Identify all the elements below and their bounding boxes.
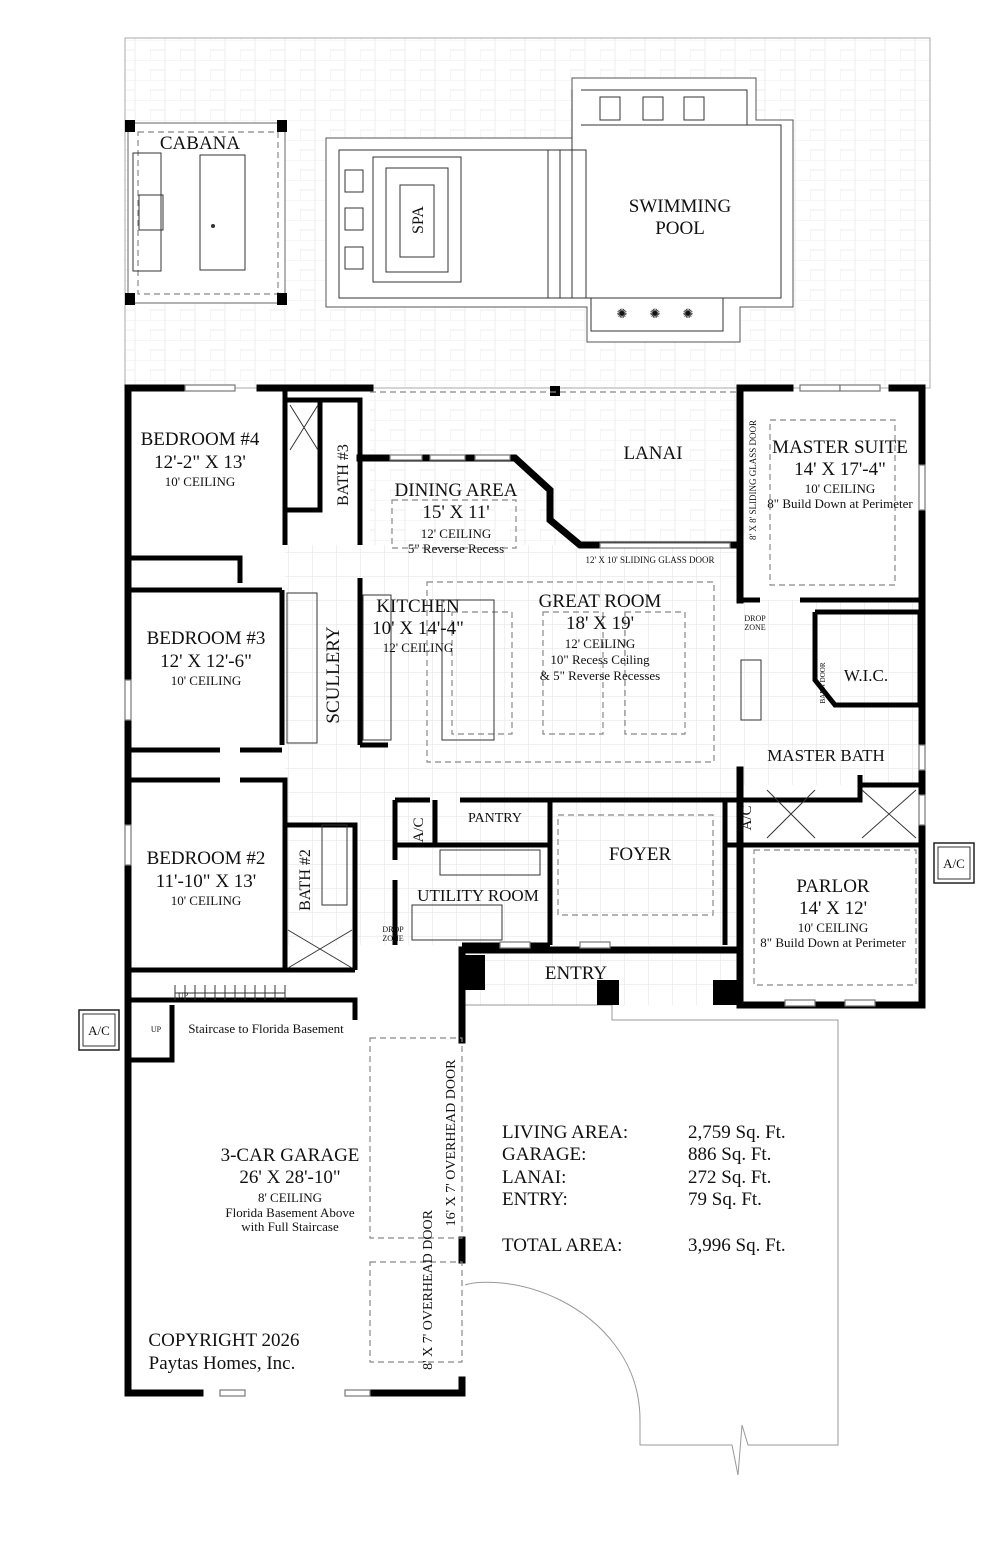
- foyer-name: FOYER: [609, 844, 672, 865]
- great-room-ceiling: 12' CEILING: [565, 636, 636, 651]
- lanai-door: 12' X 10' SLIDING GLASS DOOR: [586, 555, 715, 565]
- garage-note2: with Full Staircase: [241, 1219, 339, 1234]
- drop-zone-utility-line1: DROP: [382, 925, 404, 934]
- kitchen-size: 10' X 14'-4": [372, 618, 464, 639]
- kitchen-ceiling: 12' CEILING: [383, 640, 454, 655]
- bath3-name: BATH #3: [335, 444, 352, 506]
- utility-name: UTILITY ROOM: [417, 886, 539, 905]
- area-label: TOTAL AREA:: [502, 1235, 622, 1256]
- fountain-icon: ✺: [650, 306, 661, 321]
- great-room-note1: 10" Recess Ceiling: [550, 652, 650, 667]
- bedroom2-ceiling: 10' CEILING: [171, 893, 242, 908]
- stairs-up-label: UP: [178, 991, 189, 1000]
- wic-door: BARN DOOR: [819, 662, 827, 703]
- ac-parlor-label: A/C: [739, 805, 755, 830]
- stairs-label: Staircase to Florida Basement: [188, 1021, 344, 1036]
- master-suite-door: 8' X 8' SLIDING GLASS DOOR: [748, 420, 758, 540]
- copyright: COPYRIGHT 2026 Paytas Homes, Inc.: [148, 1330, 299, 1374]
- area-label: ENTRY:: [502, 1189, 568, 1210]
- area-value: 2,759 Sq. Ft.: [688, 1122, 786, 1143]
- parlor-note: 8" Build Down at Perimeter: [760, 935, 906, 950]
- bedroom4-name: BEDROOM #4: [141, 429, 260, 450]
- parlor-name: PARLOR: [796, 876, 870, 897]
- ac-unit-left: A/C: [78, 1009, 120, 1051]
- bedroom2-name: BEDROOM #2: [147, 848, 266, 869]
- area-label: GARAGE:: [502, 1144, 586, 1165]
- staircase: UP UP Staircase to Florida Basement: [130, 985, 344, 1063]
- garage-note1: Florida Basement Above: [225, 1205, 354, 1220]
- pool-label-line2: POOL: [655, 218, 705, 239]
- pantry-name: PANTRY: [468, 811, 522, 826]
- master-suite-ceiling: 10' CEILING: [805, 481, 876, 496]
- entry-name: ENTRY: [545, 963, 608, 984]
- garage-size: 26' X 28'-10": [239, 1167, 340, 1188]
- driveway: [464, 1004, 839, 1476]
- spa-label: SPA: [410, 206, 427, 234]
- swimming-pool: ✺ ✺ ✺ SPA SWIMMING POOL: [325, 77, 794, 343]
- area-table: LIVING AREA: 2,759 Sq. Ft. GARAGE: 886 S…: [502, 1122, 786, 1256]
- master-suite-note: 8" Build Down at Perimeter: [767, 496, 913, 511]
- area-label: LANAI:: [502, 1167, 566, 1188]
- dining-ceiling: 12' CEILING: [421, 526, 492, 541]
- dining-name: DINING AREA: [395, 480, 518, 501]
- bedroom3-size: 12' X 12'-6": [160, 651, 252, 672]
- parlor-ceiling: 10' CEILING: [798, 920, 869, 935]
- bedroom3-name: BEDROOM #3: [147, 628, 266, 649]
- drop-zone-master-line2: ZONE: [744, 623, 765, 632]
- great-room-size: 18' X 19': [566, 613, 634, 634]
- ac-unit-right: A/C: [933, 842, 975, 884]
- area-value: 272 Sq. Ft.: [688, 1167, 771, 1188]
- fountain-icon: ✺: [617, 306, 628, 321]
- room-labels: BEDROOM #4 12'-2" X 13' 10' CEILING BATH…: [141, 420, 914, 1370]
- bedroom4-ceiling: 10' CEILING: [165, 474, 236, 489]
- great-room-name: GREAT ROOM: [539, 591, 662, 612]
- copyright-line2: Paytas Homes, Inc.: [149, 1353, 296, 1374]
- scullery-name: SCULLERY: [323, 626, 344, 723]
- pool-label-line1: SWIMMING: [629, 196, 732, 217]
- garage-door-large: 16' X 7' OVERHEAD DOOR: [444, 1059, 459, 1226]
- great-room-note2: & 5" Reverse Recesses: [540, 668, 660, 683]
- parlor-size: 14' X 12': [799, 898, 867, 919]
- drop-zone-master-line1: DROP: [744, 614, 766, 623]
- garage-ceiling: 8' CEILING: [258, 1190, 322, 1205]
- garage-doors: [369, 1037, 463, 1363]
- area-value: 886 Sq. Ft.: [688, 1144, 771, 1165]
- dining-note: 5" Reverse Recess: [408, 541, 504, 556]
- area-value: 79 Sq. Ft.: [688, 1189, 762, 1210]
- bath2-name: BATH #2: [297, 849, 314, 911]
- ac-left-label: A/C: [88, 1023, 110, 1038]
- master-suite-name: MASTER SUITE: [772, 437, 908, 458]
- garage-name: 3-CAR GARAGE: [221, 1145, 360, 1166]
- garage-door-small: 8' X 7' OVERHEAD DOOR: [421, 1209, 436, 1369]
- area-label: LIVING AREA:: [502, 1122, 628, 1143]
- lanai-name: LANAI: [623, 443, 682, 464]
- stairs-up-label: UP: [151, 1025, 162, 1034]
- walls: [124, 384, 926, 1397]
- drop-zone-utility-line2: ZONE: [382, 934, 403, 943]
- master-bath-name: MASTER BATH: [767, 746, 885, 765]
- ac-utility-label: A/C: [411, 817, 427, 842]
- bedroom3-ceiling: 10' CEILING: [171, 673, 242, 688]
- cabana: CABANA: [125, 120, 287, 305]
- kitchen-name: KITCHEN: [376, 596, 460, 617]
- bedroom2-size: 11'-10" X 13': [156, 871, 256, 892]
- bedroom4-size: 12'-2" X 13': [154, 452, 246, 473]
- fountain-icon: ✺: [683, 306, 694, 321]
- cabana-label: CABANA: [160, 133, 241, 154]
- master-suite-size: 14' X 17'-4": [794, 459, 886, 480]
- copyright-line1: COPYRIGHT 2026: [148, 1330, 299, 1351]
- wic-name: W.I.C.: [844, 666, 888, 685]
- dining-size: 15' X 11': [422, 502, 489, 523]
- area-value: 3,996 Sq. Ft.: [688, 1235, 786, 1256]
- ac-right-label: A/C: [943, 856, 965, 871]
- fixtures: [286, 419, 917, 986]
